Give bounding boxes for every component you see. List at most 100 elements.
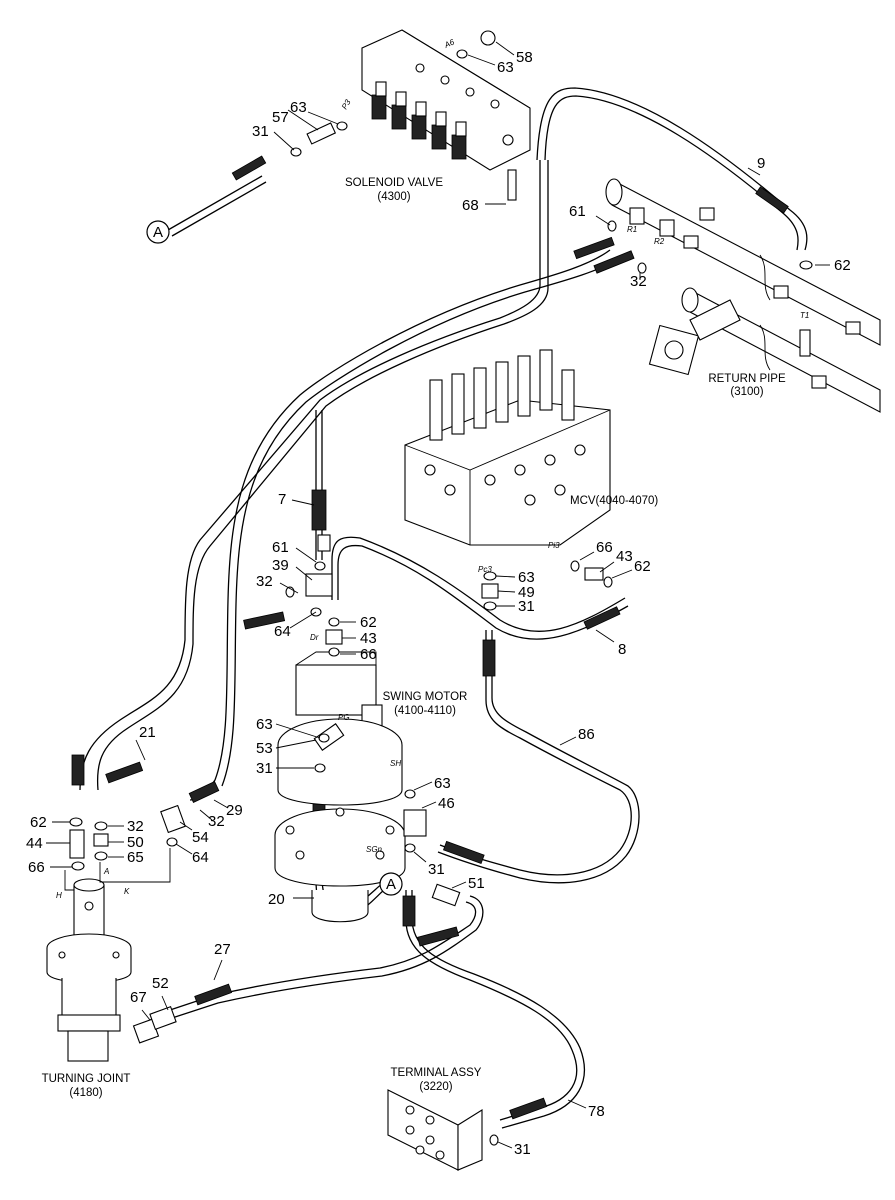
connector-a-bottom-label: A bbox=[386, 876, 396, 893]
port-p3: P3 bbox=[340, 98, 353, 111]
part-64: 64 bbox=[274, 623, 291, 640]
part-31: 31 bbox=[428, 861, 445, 878]
part-57: 57 bbox=[272, 109, 289, 126]
solenoid-valve-name: SOLENOID VALVE bbox=[345, 177, 443, 189]
part-65: 65 bbox=[127, 849, 144, 866]
port-lines bbox=[64, 848, 171, 891]
port-t1: T1 bbox=[800, 311, 809, 320]
part-64: 64 bbox=[192, 849, 209, 866]
part-53: 53 bbox=[256, 740, 273, 757]
return-pipe-code: (3100) bbox=[730, 386, 763, 398]
part-68: 68 bbox=[462, 197, 479, 214]
component-captions: SOLENOID VALVE (4300) RETURN PIPE (3100)… bbox=[42, 177, 786, 1099]
part-63: 63 bbox=[290, 99, 307, 116]
hoses bbox=[79, 87, 808, 1129]
terminal-assy-name: TERMINAL ASSY bbox=[391, 1067, 482, 1079]
mcv-drawing bbox=[404, 349, 611, 546]
turning-joint-code: (4180) bbox=[69, 1087, 102, 1099]
part-58: 58 bbox=[516, 49, 533, 66]
part-63: 63 bbox=[256, 716, 273, 733]
port-labels: A6 P3 R1 R2 T1 Pi3 Pc3 Dr PG SH SGn H A … bbox=[56, 37, 809, 900]
return-pipe-name: RETURN PIPE bbox=[708, 373, 786, 385]
hose-8 bbox=[331, 536, 626, 633]
swing-motor-name: SWING MOTOR bbox=[383, 691, 468, 703]
part-62: 62 bbox=[634, 558, 651, 575]
port-pi3: Pi3 bbox=[548, 541, 560, 550]
part-62: 62 bbox=[834, 257, 851, 274]
part-32: 32 bbox=[256, 573, 273, 590]
part-9: 9 bbox=[757, 155, 765, 172]
part-29: 29 bbox=[226, 802, 243, 819]
hose-sleeves bbox=[71, 155, 789, 1120]
port-sh: SH bbox=[390, 759, 401, 768]
connector-a-bottom: A bbox=[379, 872, 403, 896]
part-52: 52 bbox=[152, 975, 169, 992]
turning-joint-name: TURNING JOINT bbox=[42, 1073, 131, 1085]
solenoid-valve-code: (4300) bbox=[377, 191, 410, 203]
fittings bbox=[69, 30, 813, 1146]
port-r1: R1 bbox=[627, 225, 637, 234]
hose-78 bbox=[405, 890, 578, 1121]
part-63: 63 bbox=[434, 775, 451, 792]
hose-27 bbox=[169, 901, 477, 1011]
port-h: H bbox=[56, 891, 62, 900]
port-pg: PG bbox=[338, 713, 350, 722]
part-63: 63 bbox=[518, 569, 535, 586]
part-61: 61 bbox=[569, 203, 586, 220]
hose-86 bbox=[439, 630, 632, 876]
part-49: 49 bbox=[518, 584, 535, 601]
part-43: 43 bbox=[616, 548, 633, 565]
solenoid-valve-drawing bbox=[361, 29, 531, 201]
leader-lines bbox=[46, 41, 830, 1149]
terminal-assy-code: (3220) bbox=[419, 1081, 452, 1093]
part-8: 8 bbox=[618, 641, 626, 658]
part-66: 66 bbox=[596, 539, 613, 556]
return-pipe-drawing bbox=[605, 178, 881, 413]
swing-motor-code: (4100-4110) bbox=[394, 705, 456, 717]
part-7: 7 bbox=[278, 491, 286, 508]
part-46: 46 bbox=[438, 795, 455, 812]
port-pc3: Pc3 bbox=[478, 565, 492, 574]
part-63: 63 bbox=[497, 59, 514, 76]
terminal-assy-drawing bbox=[387, 1089, 483, 1171]
port-sgn: SGn bbox=[366, 845, 383, 854]
swing-motor-drawing bbox=[274, 651, 406, 923]
part-39: 39 bbox=[272, 557, 289, 574]
part-31: 31 bbox=[256, 760, 273, 777]
part-32: 32 bbox=[630, 273, 647, 290]
part-51: 51 bbox=[468, 875, 485, 892]
part-62: 62 bbox=[30, 814, 47, 831]
part-50: 50 bbox=[127, 834, 144, 851]
part-31: 31 bbox=[518, 598, 535, 615]
part-54: 54 bbox=[192, 829, 209, 846]
port-r2: R2 bbox=[654, 237, 665, 246]
part-67: 67 bbox=[130, 989, 147, 1006]
mcv-name: MCV(4040-4070) bbox=[570, 495, 658, 507]
hose-9 bbox=[536, 87, 808, 251]
port-k: K bbox=[124, 887, 130, 896]
part-27: 27 bbox=[214, 941, 231, 958]
part-31: 31 bbox=[514, 1141, 531, 1158]
port-a: A bbox=[103, 867, 109, 876]
part-66: 66 bbox=[28, 859, 45, 876]
hose-29 bbox=[189, 249, 611, 801]
part-32: 32 bbox=[127, 818, 144, 835]
part-44: 44 bbox=[26, 835, 43, 852]
part-31: 31 bbox=[252, 123, 269, 140]
part-78: 78 bbox=[588, 1103, 605, 1120]
port-dr: Dr bbox=[310, 633, 319, 642]
part-66: 66 bbox=[360, 646, 377, 663]
part-62: 62 bbox=[360, 614, 377, 631]
hose-a-to-solenoid bbox=[167, 175, 263, 231]
part-20: 20 bbox=[268, 891, 285, 908]
part-61: 61 bbox=[272, 539, 289, 556]
turning-joint-drawing bbox=[46, 878, 132, 1062]
port-a6: A6 bbox=[442, 37, 456, 50]
part-21: 21 bbox=[139, 724, 156, 741]
hose-21 bbox=[79, 160, 541, 791]
part-86: 86 bbox=[578, 726, 595, 743]
part-numbers: 58 63 63 57 31 9 61 62 32 68 7 61 39 32 … bbox=[26, 49, 851, 1158]
connector-a-top-label: A bbox=[153, 224, 163, 241]
